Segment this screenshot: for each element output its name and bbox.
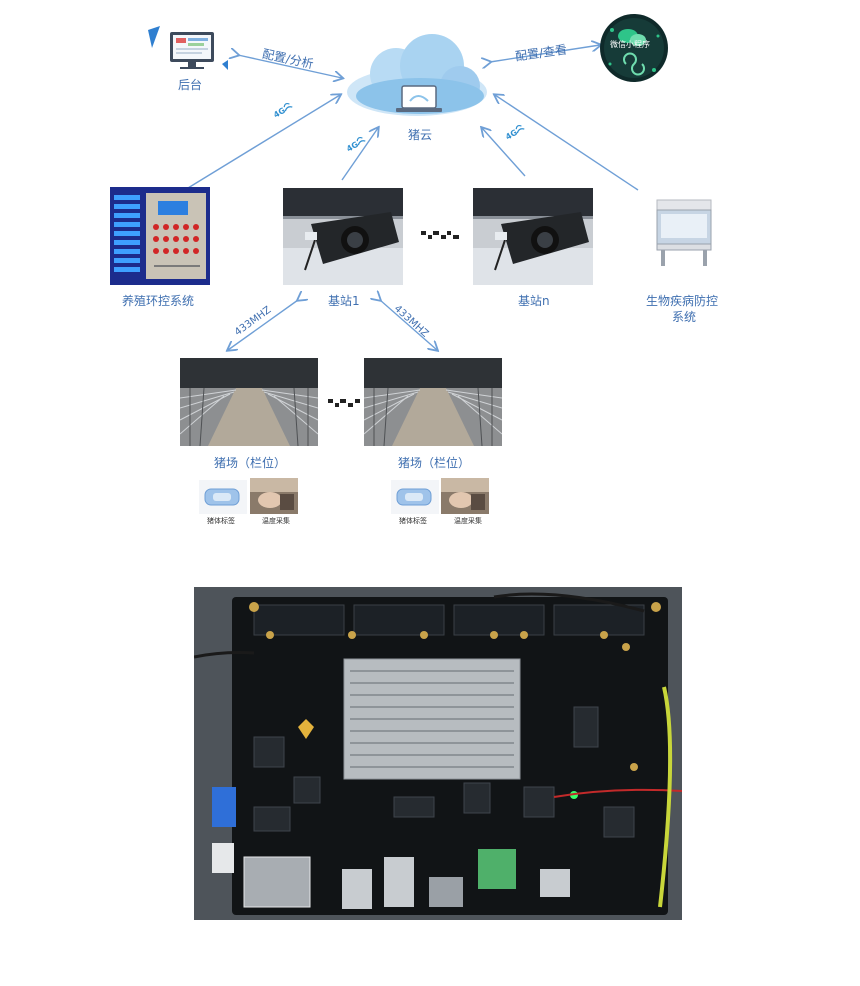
cloud-label: 猪云	[408, 128, 433, 142]
arrow-backend-cloud	[238, 55, 342, 78]
arrow-bio-cloud	[495, 95, 639, 191]
sensor-tag-1-image	[199, 480, 247, 514]
backend-label: 后台	[178, 78, 203, 92]
wechat-miniprogram-icon	[598, 10, 670, 90]
sensor-tag-1-label: 猪体标签	[207, 517, 235, 525]
pig-farm-2-image	[364, 358, 502, 446]
arrow-base1-farm2	[380, 300, 437, 350]
sensor-tag-2-image	[391, 480, 439, 514]
base-station-1-label: 基站1	[328, 294, 360, 308]
env-control-label: 养殖环控系统	[122, 294, 195, 308]
sensor-capture-1-label: 温度采集	[262, 517, 290, 525]
base-station-1-image	[283, 188, 403, 285]
sensor-capture-2-label: 温度采集	[454, 517, 482, 525]
farm-2-label: 猪场（栏位）	[398, 456, 471, 470]
ellipsis-mosaic	[421, 229, 461, 241]
cloud-server-icon	[344, 30, 490, 118]
gateway-circuit-board-image	[194, 587, 682, 920]
sensor-tag-2-label: 猪体标签	[399, 517, 427, 525]
connection-arrows	[187, 0, 639, 560]
4g-signal-icon: 4G	[502, 119, 528, 142]
arrow-basen-cloud	[482, 128, 526, 177]
base-station-n-label: 基站n	[518, 294, 550, 308]
arrow-envctrl-cloud	[187, 95, 340, 189]
farm-1-label: 猪场（栏位）	[214, 456, 287, 470]
sensor-capture-1-image	[250, 478, 298, 514]
base-station-n-image	[473, 188, 593, 285]
arrow-cloud-miniprogram	[490, 45, 600, 62]
env-control-panel-image	[110, 187, 210, 285]
4g-signal-icon: 4G	[270, 97, 296, 120]
ellipsis-mosaic	[328, 397, 362, 409]
bio-label-line2: 系统	[672, 310, 697, 324]
pig-farm-1-image	[180, 358, 318, 446]
desktop-monitor-icon	[148, 26, 234, 74]
4g-signal-icon: 4G	[343, 131, 369, 154]
arrow-base1-cloud	[341, 128, 378, 181]
bio-label: 生物疾病防控	[646, 294, 719, 308]
bio-cabinet-image	[653, 198, 715, 268]
arrow-base1-farm1	[228, 300, 298, 350]
mini-program-label: 微信小程序	[610, 40, 650, 49]
sensor-capture-2-image	[441, 478, 489, 514]
